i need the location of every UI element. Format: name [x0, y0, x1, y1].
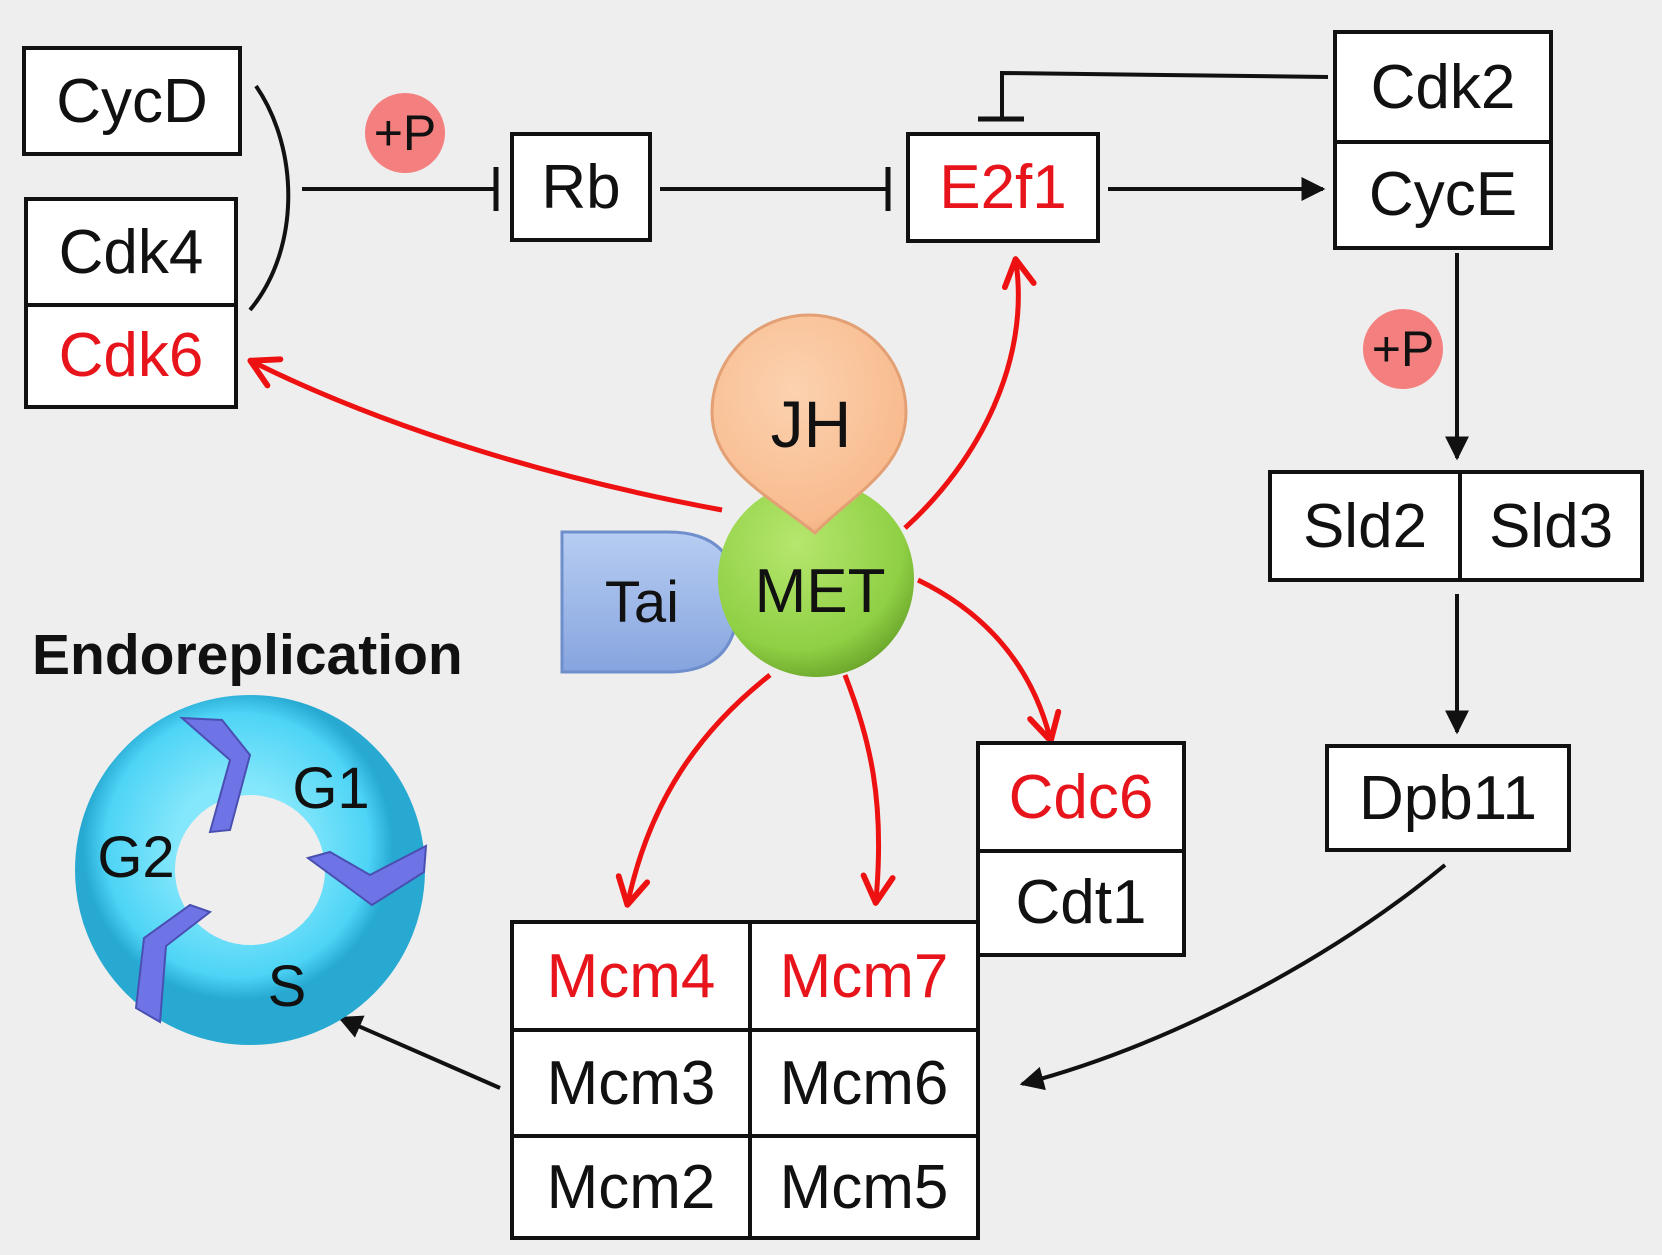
sld3-label: Sld3 — [1488, 491, 1614, 561]
met-receptor: MET — [718, 481, 914, 677]
arrow-dpb11-mcm — [1019, 863, 1447, 1091]
complex-bracket — [248, 84, 291, 312]
endoreplication-cycle: G1 G2 S — [75, 695, 428, 1045]
mcm2-label: Mcm2 — [546, 1152, 716, 1222]
svg-text:+P: +P — [1372, 321, 1435, 377]
cycle-chevron-left — [134, 903, 213, 1024]
cdk6-label: Cdk6 — [58, 320, 204, 390]
phase-g1-label: G1 — [292, 756, 369, 821]
node-dpb11: Dpb11 — [1325, 744, 1571, 852]
node-sld2-sld3: Sld2 Sld3 — [1268, 470, 1644, 582]
mcm3-label: Mcm3 — [546, 1048, 716, 1118]
node-e2f1: E2f1 — [906, 132, 1100, 243]
divider — [1337, 140, 1549, 144]
cycle-chevron-top — [179, 716, 252, 834]
cyce-label: CycE — [1368, 159, 1518, 229]
divider — [28, 303, 234, 307]
divider — [1458, 474, 1462, 578]
divider — [748, 924, 752, 1236]
tai-coactivator: Tai — [560, 530, 740, 674]
upregulation-arrow-mcm7 — [842, 674, 896, 906]
upregulation-arrow-e2f1 — [903, 256, 1037, 530]
cycle-ring — [75, 695, 425, 1045]
cycd-label: CycD — [56, 66, 208, 136]
node-mcm-complex: Mcm4 Mcm7 Mcm3 Mcm6 Mcm2 Mcm5 — [510, 920, 980, 1240]
upregulation-arrow-cdc6 — [916, 577, 1062, 744]
phase-s-label: S — [268, 954, 307, 1019]
rb-label: Rb — [541, 152, 621, 222]
met-label: MET — [755, 557, 886, 626]
phospho-badge-right: +P — [1363, 309, 1443, 389]
node-cdc6-cdt1: Cdc6 Cdt1 — [976, 741, 1186, 957]
upregulation-arrow-cdk6 — [247, 356, 723, 513]
phase-g2-label: G2 — [97, 825, 174, 890]
tai-label: Tai — [605, 570, 679, 635]
jh-hormone: JH — [710, 313, 908, 536]
node-cdk4-cdk6: Cdk4 Cdk6 — [24, 197, 238, 409]
node-rb: Rb — [510, 132, 652, 242]
upregulation-arrow-mcm4 — [615, 673, 772, 908]
arrow-mcm-endoreplication — [337, 1015, 501, 1090]
jh-label: JH — [771, 387, 852, 461]
mcm5-label: Mcm5 — [779, 1152, 949, 1222]
phospho-badge-top: +P — [365, 93, 445, 173]
endoreplication-title: Endoreplication — [32, 623, 463, 687]
cdk2-label: Cdk2 — [1370, 52, 1516, 122]
mcm4-label: Mcm4 — [546, 941, 716, 1011]
e2f1-label: E2f1 — [939, 153, 1067, 222]
node-cycd: CycD — [22, 46, 242, 156]
dpb11-label: Dpb11 — [1358, 763, 1538, 833]
divider — [514, 1028, 976, 1032]
mcm6-label: Mcm6 — [779, 1048, 949, 1118]
mcm7-label: Mcm7 — [779, 941, 949, 1011]
cdt1-label: Cdt1 — [1015, 867, 1147, 937]
node-cdk2-cyce: Cdk2 CycE — [1333, 30, 1553, 250]
cdk4-label: Cdk4 — [58, 217, 204, 287]
svg-text:+P: +P — [374, 105, 437, 161]
divider — [980, 849, 1182, 853]
divider — [514, 1134, 976, 1138]
cycle-chevron-right — [305, 844, 428, 907]
cdc6-label: Cdc6 — [1008, 762, 1154, 832]
feedback-edge-cdk2-e2f1 — [1000, 70, 1329, 117]
sld2-label: Sld2 — [1302, 491, 1428, 561]
